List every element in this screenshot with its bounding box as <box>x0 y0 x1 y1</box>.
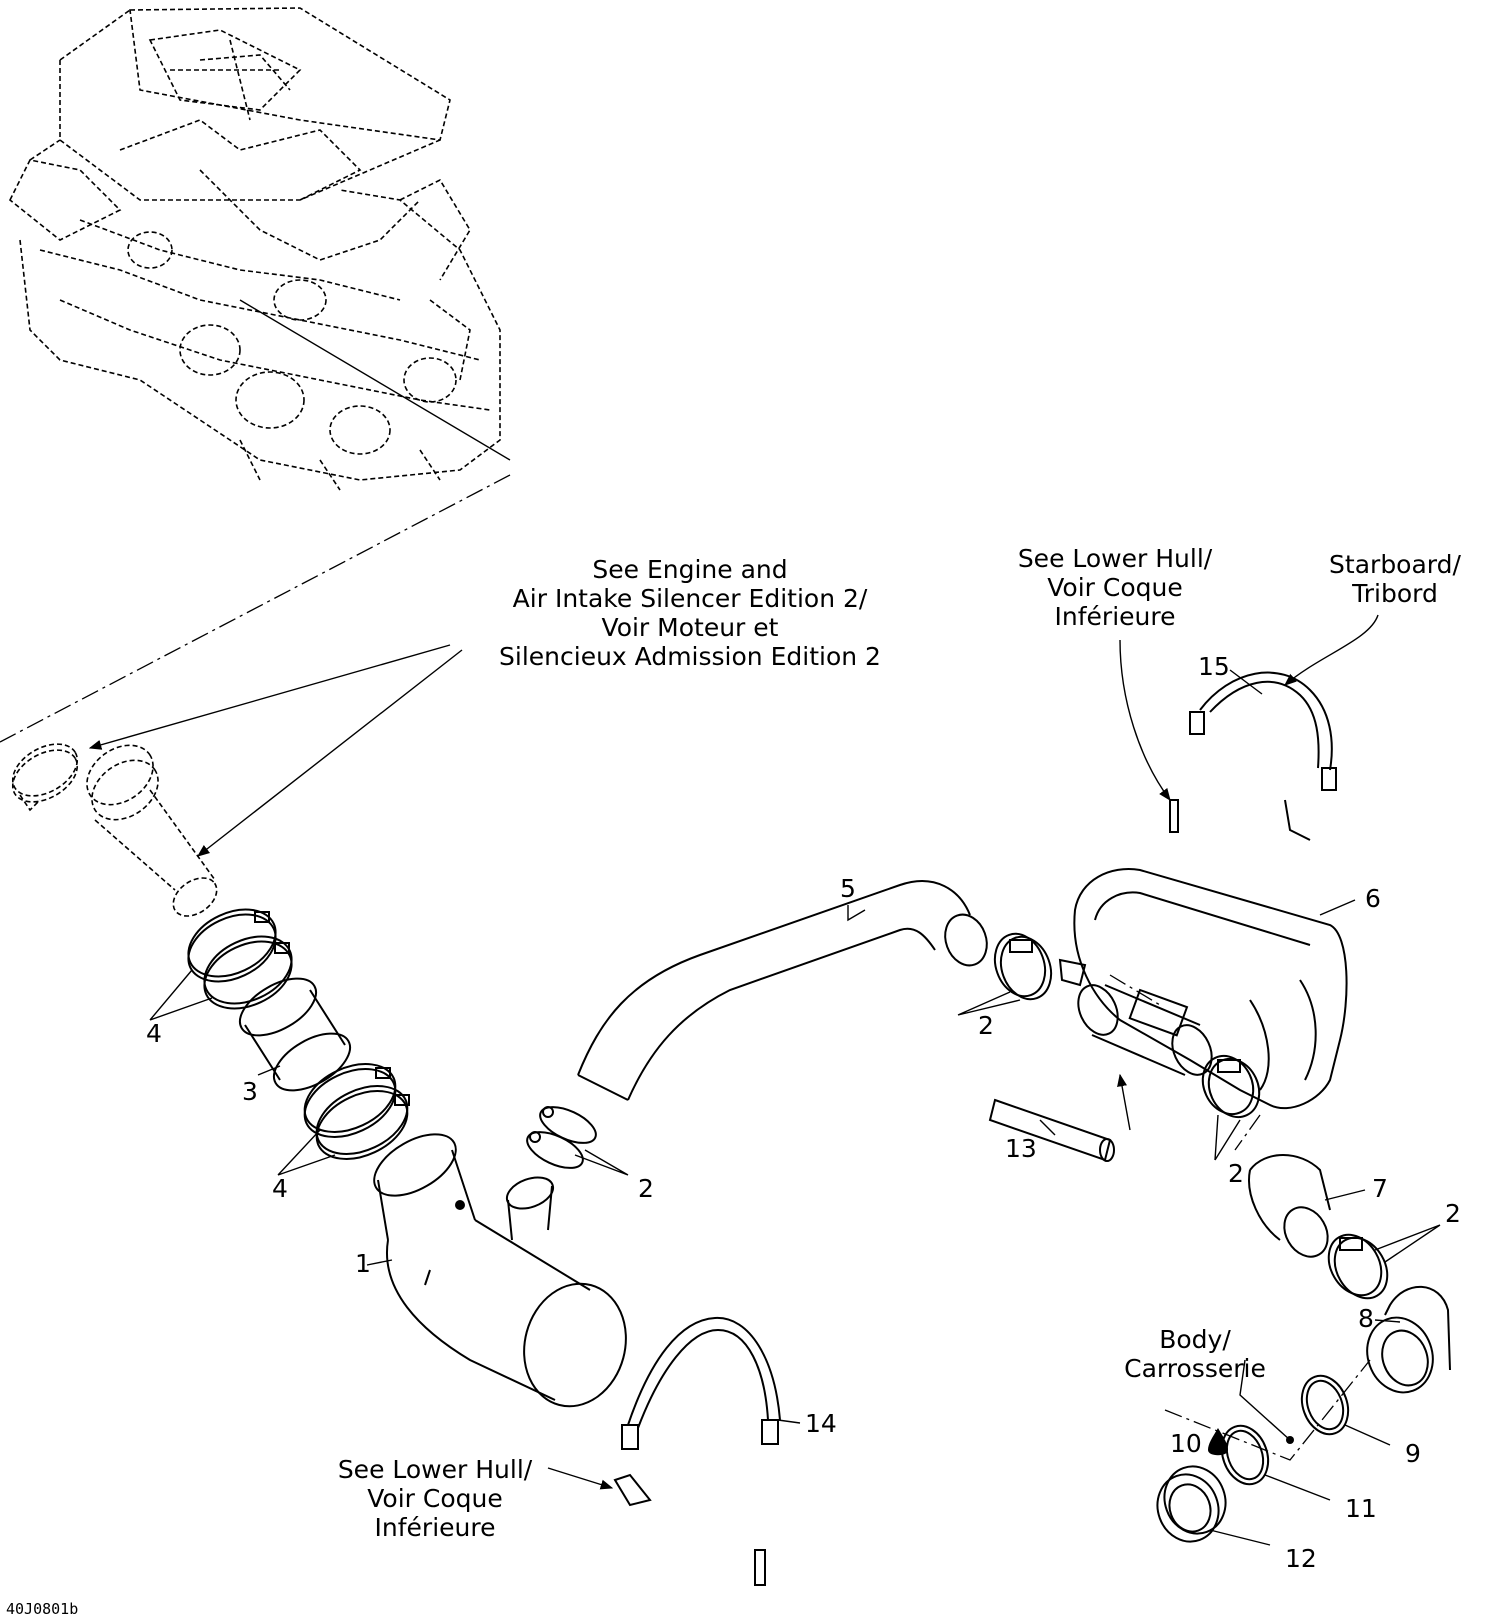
callout-4-upper: 4 <box>146 1019 162 1048</box>
outlet-centerline <box>1234 1114 1261 1151</box>
engine-note-line-4: Silencieux Admission Edition 2 <box>499 642 881 671</box>
strap-14 <box>621 1316 781 1450</box>
engine-note-line-1: See Engine and <box>592 555 788 584</box>
leader-3 <box>257 1065 281 1076</box>
gasket-9 <box>1300 1374 1350 1436</box>
tail-tube <box>1077 984 1261 1119</box>
leader-6 <box>1319 899 1356 916</box>
leader-2-tail <box>1214 1114 1241 1161</box>
leader-14 <box>777 1419 801 1424</box>
engine-centerline <box>0 474 511 743</box>
drawing-code: 40J0801b <box>6 1600 79 1618</box>
lower-hull-note-bottom: See Lower Hull/ Voir Coque Inférieure <box>320 1455 550 1542</box>
hose-5 <box>577 880 988 1101</box>
muffler-1 <box>373 1133 627 1408</box>
body-note: Body/ Carrosserie <box>1095 1325 1295 1383</box>
gasket-11-inner <box>1225 1429 1265 1481</box>
lower-hull-bottom-line-2: Voir Coque <box>367 1484 503 1513</box>
bracket-lower-left <box>613 1473 652 1507</box>
callout-2-outlet: 2 <box>1445 1199 1461 1228</box>
clamp-2-outlet <box>1327 1233 1389 1300</box>
nut-12 <box>1156 1465 1227 1543</box>
resonator-6 <box>1058 868 1348 1110</box>
hose-13 <box>988 1098 1115 1162</box>
clamps-4-upper <box>187 908 293 1010</box>
adhesive-drop-icon <box>1208 1428 1228 1456</box>
callout-9: 9 <box>1405 1439 1421 1468</box>
lower-hull-top-line-2: Voir Coque <box>1047 573 1183 602</box>
lower-hull-bottom-line-3: Inférieure <box>374 1513 496 1542</box>
engine-note-line-2: Air Intake Silencer Edition 2/ <box>512 584 868 613</box>
callout-2-hose: 2 <box>978 1011 994 1040</box>
engine-note-arrow-1 <box>88 644 451 750</box>
callout-7: 7 <box>1372 1174 1388 1203</box>
leader-4-lower <box>277 1129 336 1176</box>
clamp-2-hose-5 <box>993 932 1053 1001</box>
starboard-note: Starboard/ Tribord <box>1310 550 1480 608</box>
engine-clamp <box>11 743 79 812</box>
leader-8 <box>1374 1319 1401 1323</box>
callout-1: 1 <box>355 1249 371 1278</box>
bracket-upper-left <box>1169 799 1179 833</box>
leader-13 <box>1039 1119 1056 1136</box>
clamps-2-muffler <box>526 1106 597 1169</box>
callout-14: 14 <box>805 1409 837 1438</box>
starboard-arrow <box>1284 614 1379 686</box>
leader-7 <box>1324 1189 1366 1201</box>
callout-6: 6 <box>1365 884 1381 913</box>
strap-15 <box>1189 671 1337 791</box>
elbow-8 <box>1366 1285 1451 1394</box>
gasket-9-inner <box>1305 1379 1345 1431</box>
callout-3: 3 <box>242 1077 258 1106</box>
bracket-lower-right <box>754 1549 766 1586</box>
callout-2-tail: 2 <box>1228 1159 1244 1188</box>
callout-10: 10 <box>1170 1429 1202 1458</box>
lower-hull-top-arrow <box>1119 639 1171 802</box>
leader-4-upper <box>149 969 213 1021</box>
engine-reference-note: See Engine and Air Intake Silencer Editi… <box>470 555 910 671</box>
leader-5 <box>847 905 866 922</box>
leader-2-hose <box>957 991 1021 1016</box>
outlet-7 <box>1248 1154 1331 1258</box>
callout-13: 13 <box>1005 1134 1037 1163</box>
bracket-upper-right <box>1284 799 1311 841</box>
engine-reference-drawing <box>8 7 511 491</box>
leader-13-arrow <box>1117 1073 1131 1131</box>
engine-note-line-3: Voir Moteur et <box>601 613 779 642</box>
body-mount-point <box>1286 1436 1294 1444</box>
starboard-line-2: Tribord <box>1352 579 1438 608</box>
lower-hull-bottom-line-1: See Lower Hull/ <box>337 1455 533 1484</box>
starboard-line-1: Starboard/ <box>1329 550 1461 579</box>
leader-9 <box>1344 1424 1391 1446</box>
lower-hull-top-line-3: Inférieure <box>1054 602 1176 631</box>
callout-4-lower: 4 <box>272 1174 288 1203</box>
sleeve-3 <box>239 977 351 1092</box>
leader-15 <box>1229 669 1263 695</box>
callout-11: 11 <box>1345 1494 1377 1523</box>
leader-2-outlet <box>1374 1224 1441 1263</box>
callout-12: 12 <box>1285 1544 1317 1573</box>
leader-11 <box>1264 1474 1331 1501</box>
leader-1 <box>366 1259 393 1266</box>
lower-hull-note-top: See Lower Hull/ Voir Coque Inférieure <box>1000 544 1230 631</box>
body-line-1: Body/ <box>1159 1325 1231 1354</box>
callout-5: 5 <box>840 874 856 903</box>
callout-2-muffler: 2 <box>638 1174 654 1203</box>
engine-note-arrow-2 <box>197 649 463 857</box>
callout-15: 15 <box>1198 652 1230 681</box>
gasket-11 <box>1220 1424 1270 1486</box>
leader-body <box>1239 1359 1291 1441</box>
leader-12 <box>1209 1529 1271 1546</box>
lower-hull-top-line-1: See Lower Hull/ <box>1017 544 1213 573</box>
leader-2-muffler <box>574 1149 629 1176</box>
lower-hull-bottom-arrow <box>547 1467 614 1490</box>
body-line-2: Carrosserie <box>1124 1354 1266 1383</box>
intake-hose-reference <box>86 744 218 917</box>
muffler-centerline <box>1109 974 1161 1006</box>
clamps-4-lower <box>303 1063 410 1160</box>
callout-8: 8 <box>1358 1304 1374 1333</box>
